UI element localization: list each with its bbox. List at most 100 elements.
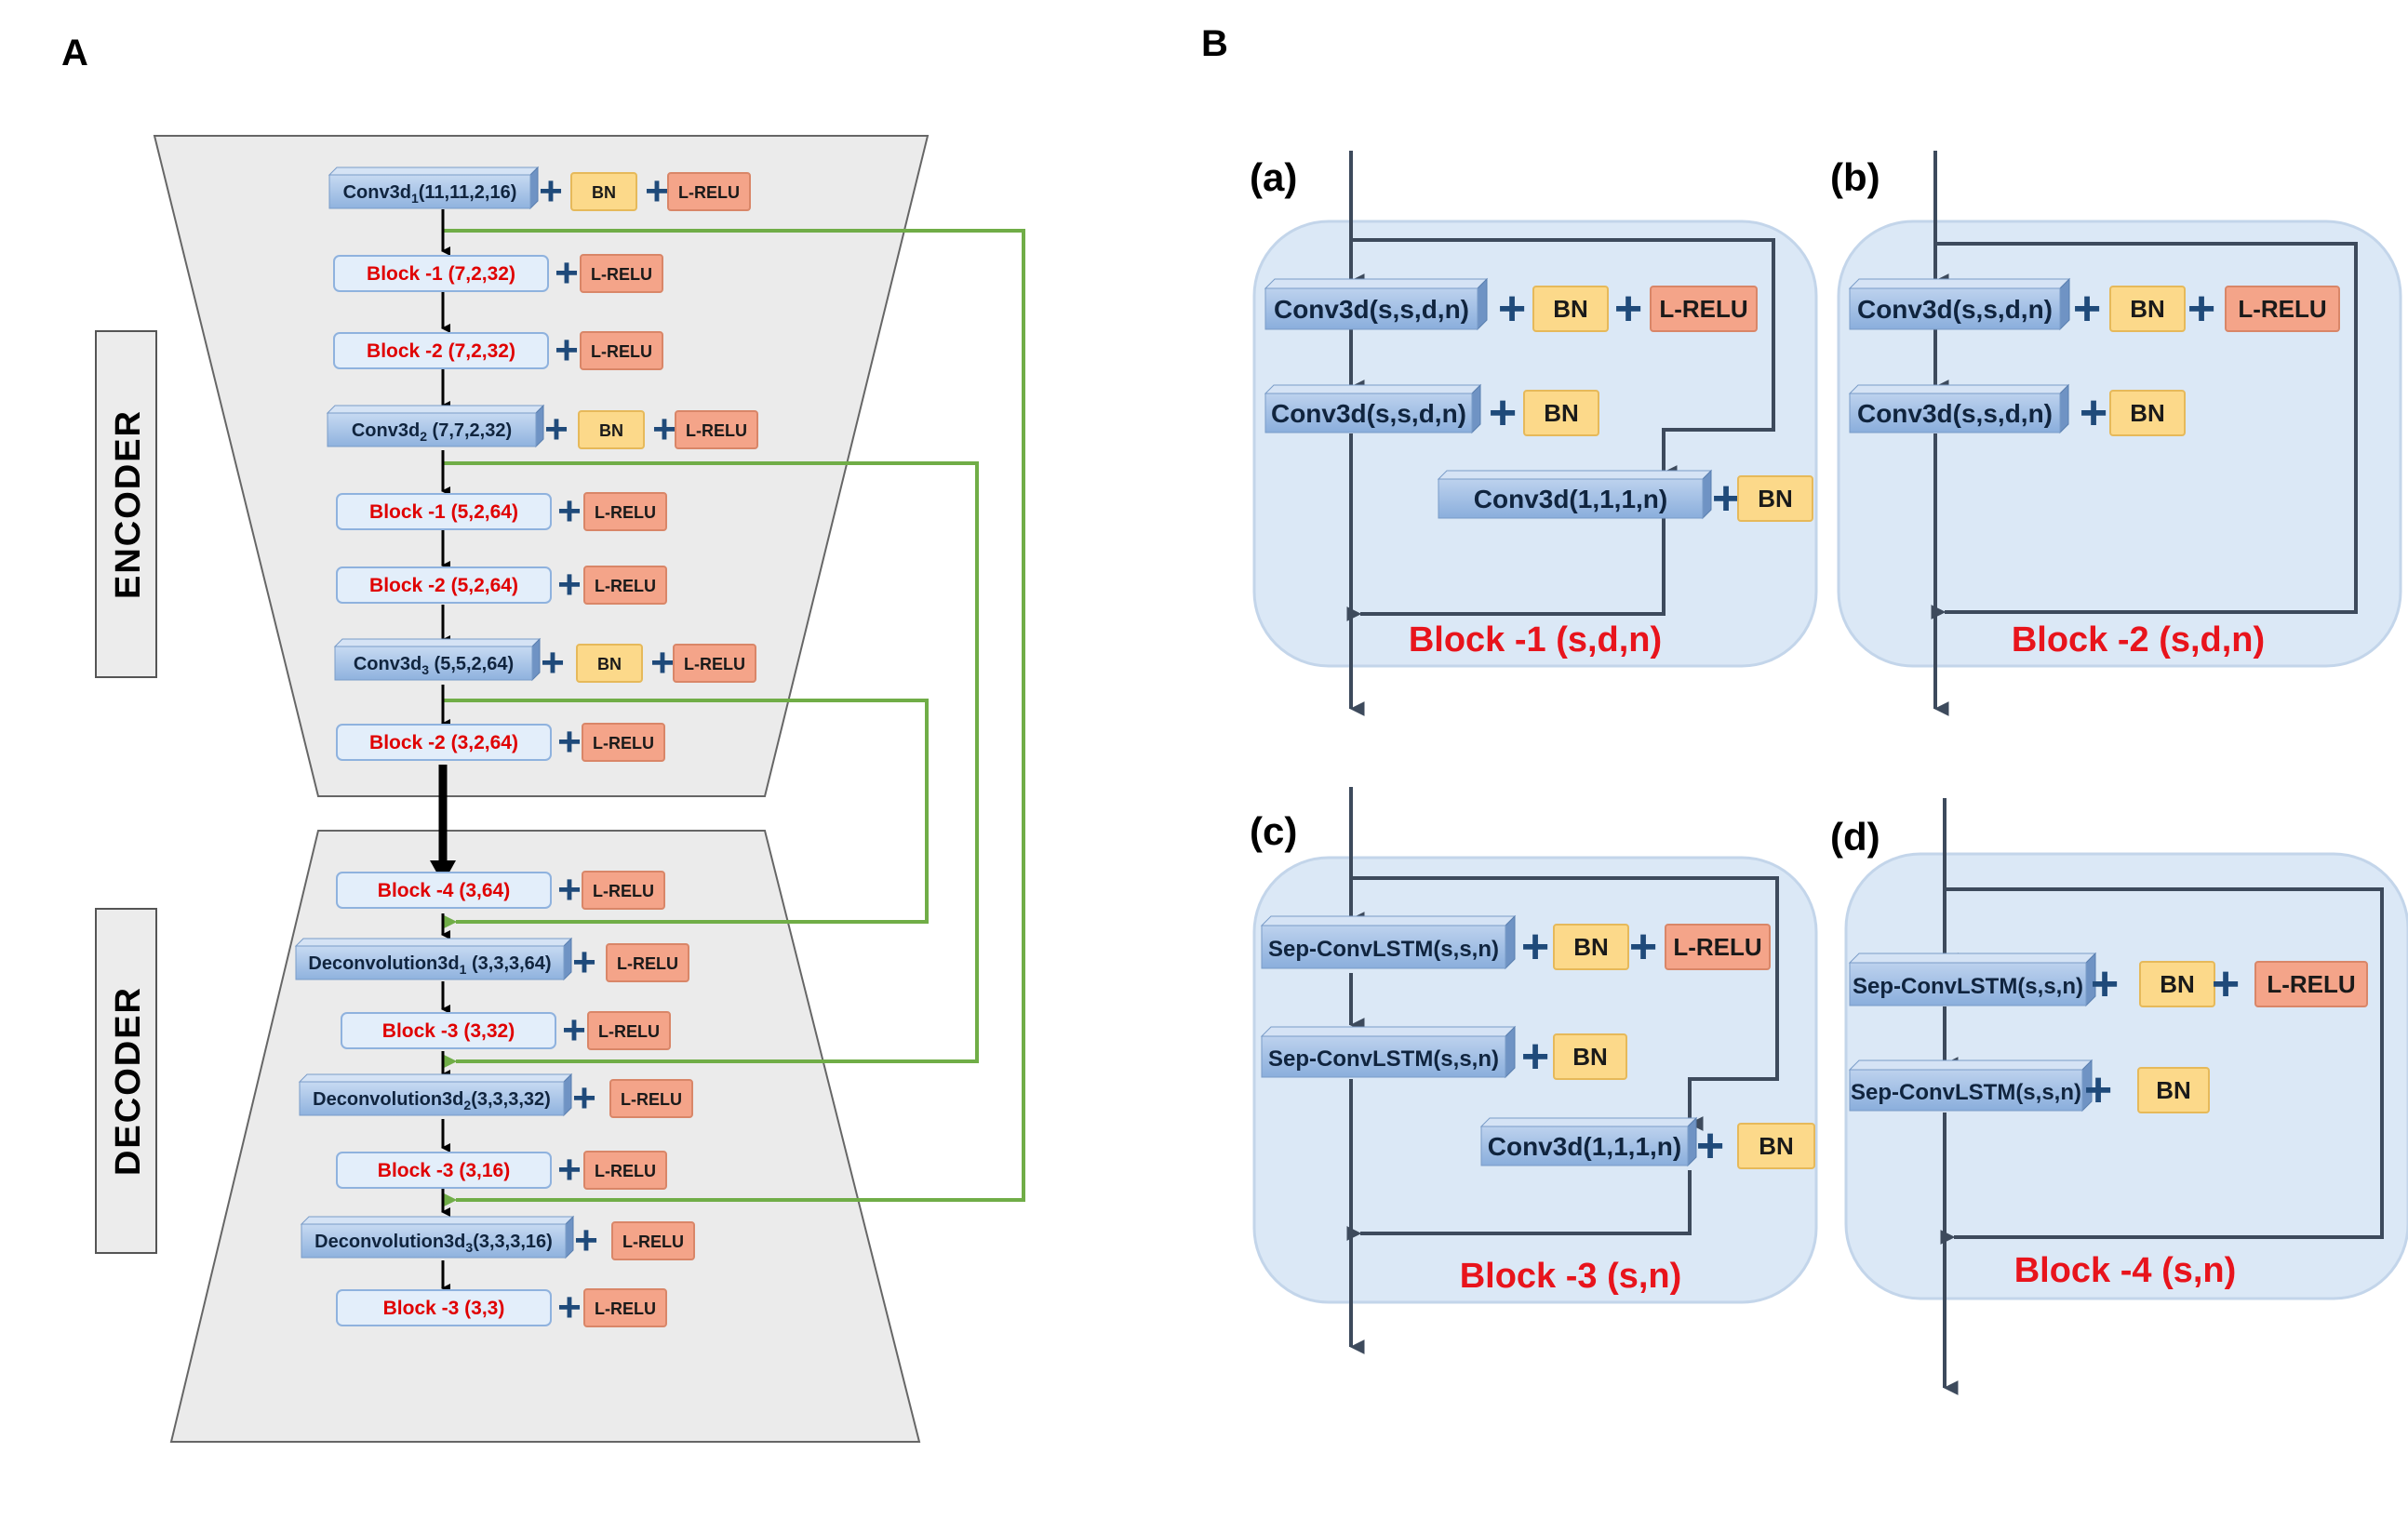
sd-sep-mid-bn-label: BN — [2156, 1076, 2191, 1104]
subpanel-a-bg — [1252, 220, 1818, 668]
skip-line-2 — [444, 461, 979, 1068]
skip-connections — [444, 229, 1025, 1206]
deconv3-plus-1: + — [574, 1218, 598, 1263]
subpanel-b-letter: (b) — [1830, 155, 1880, 199]
sb-conv-top-label: Conv3d(s,s,d,n) — [1857, 295, 2053, 324]
dec-block4-label: Block -3 (3,3) — [383, 1298, 505, 1319]
deconv3-label-args: (3,3,3,16) — [473, 1232, 553, 1252]
sa-conv-skip-box — [1437, 469, 1713, 520]
conv3-box — [333, 637, 542, 682]
sc-sep-top-bn-box — [1553, 924, 1629, 970]
enc-block2-lrelu-label: L-RELU — [591, 342, 652, 361]
subpanel-b-title: Block -2 (s,d,n) — [2012, 620, 2265, 660]
sa-conv-top-bn-box — [1532, 286, 1609, 332]
sd-sep-mid-label: Sep-ConvLSTM(s,s,n) — [1851, 1080, 2081, 1105]
conv2-lrelu-box — [675, 410, 758, 449]
sd-sep-top-label: Sep-ConvLSTM(s,s,n) — [1853, 974, 2083, 999]
sa-conv-top-lrelu-box — [1650, 286, 1758, 332]
dec-block3-plus: + — [557, 1147, 582, 1193]
sd-sep-top-plus-0: + — [2091, 957, 2119, 1011]
deconv3-label-subscript: 3 — [465, 1240, 473, 1255]
sc-sep-top-bn-label: BN — [1573, 933, 1609, 961]
flow-lines-b — [1346, 151, 2384, 1395]
dec-block4-lrelu-label: L-RELU — [595, 1299, 656, 1318]
deconv1-label-args: (3,3,3,64) — [466, 953, 551, 974]
encoder-trapezoid — [153, 135, 930, 797]
enc-block2-lrelu-box — [580, 331, 663, 370]
dec-block1-label: Block -4 (3,64) — [378, 880, 510, 901]
sd-sep-top-lrelu-box — [2254, 961, 2368, 1007]
decoder-label-box — [95, 908, 157, 1254]
deconv1-label-subscript: 1 — [460, 962, 467, 977]
enc-block3-label: Block -1 (5,2,64) — [369, 501, 518, 523]
enc-block4-plus: + — [557, 562, 582, 607]
sc-sep-top-plus-0: + — [1521, 920, 1549, 974]
enc-block1-label: Block -1 (7,2,32) — [367, 263, 515, 285]
conv3-plus-2: + — [650, 640, 675, 686]
deconv2-lrelu-box — [609, 1079, 693, 1118]
sc-sep-mid-bn-box — [1553, 1033, 1627, 1080]
sa-conv-mid-box — [1264, 383, 1482, 434]
enc-block5-box — [336, 724, 552, 761]
sd-sep-top-lrelu-label: L-RELU — [2267, 970, 2355, 998]
conv3-plus-1: + — [541, 640, 565, 686]
deconv1-box — [294, 937, 573, 981]
conv2-label-base: Conv3d — [352, 420, 420, 441]
sb-conv-mid-plus-0: + — [2080, 386, 2107, 440]
sb-conv-top-bn-label: BN — [2130, 295, 2165, 323]
conv1-plus-2: + — [645, 168, 669, 214]
sa-conv-skip-bn-label: BN — [1758, 485, 1793, 513]
sa-conv-mid-label: Conv3d(s,s,d,n) — [1271, 399, 1466, 428]
subpanel-d-letter: (d) — [1830, 815, 1880, 859]
sc-conv-skip-bn-box — [1737, 1123, 1815, 1169]
sd-sep-mid-plus-0: + — [2084, 1063, 2112, 1117]
dec-block3-box — [336, 1152, 552, 1189]
sa-conv-mid-bn-label: BN — [1544, 399, 1579, 427]
encoder-label: ENCODER — [109, 409, 148, 599]
conv2-box — [326, 404, 545, 448]
conv1-lrelu-label: L-RELU — [678, 183, 740, 202]
sb-conv-top-lrelu-label: L-RELU — [2238, 295, 2326, 323]
sa-conv-top-bn-label: BN — [1553, 295, 1588, 323]
enc-block5-lrelu-label: L-RELU — [593, 734, 654, 753]
conv3-label-subscript: 3 — [421, 662, 429, 677]
sb-conv-top-box — [1848, 277, 2071, 331]
subpanel-a-letter: (a) — [1250, 155, 1297, 199]
sc-conv-skip-bn-label: BN — [1759, 1132, 1794, 1160]
sc-sep-top-plus-2: + — [1629, 920, 1657, 974]
conv2-plus-1: + — [544, 406, 569, 452]
deconv2-label-base: Deconvolution3d — [313, 1089, 463, 1110]
conv1-bn-label: BN — [592, 183, 616, 202]
sb-conv-top-plus-2: + — [2187, 282, 2215, 336]
conv2-label: Conv3d2 (7,7,2,32) — [352, 420, 512, 444]
dec-block3-lrelu-box — [583, 1151, 667, 1190]
decoder-trapezoid — [169, 830, 921, 1443]
enc-block3-box — [336, 493, 552, 530]
sa-conv-mid-bn-box — [1523, 390, 1599, 436]
enc-block5-plus: + — [557, 719, 582, 765]
conv2-plus-2: + — [652, 406, 676, 452]
deconv2-label-args: (3,3,3,32) — [471, 1089, 551, 1110]
sa-conv-top-box — [1264, 277, 1489, 331]
sc-sep-top-label: Sep-ConvLSTM(s,s,n) — [1268, 937, 1499, 962]
conv1-bn-box — [570, 172, 637, 211]
panel-a-letter: A — [61, 33, 88, 73]
dec-block4-lrelu-box — [583, 1288, 667, 1327]
sc-conv-skip-plus-0: + — [1696, 1119, 1724, 1173]
deconv3-label-base: Deconvolution3d — [314, 1232, 465, 1252]
enc-block5-lrelu-box — [582, 723, 665, 762]
sc-sep-mid-plus-0: + — [1521, 1030, 1549, 1084]
deconv3-lrelu-label: L-RELU — [622, 1233, 684, 1251]
sb-conv-top-lrelu-box — [2225, 286, 2340, 332]
subpanel-c-letter: (c) — [1250, 809, 1297, 853]
subpanel-c-title: Block -3 (s,n) — [1460, 1257, 1682, 1296]
conv2-label-args: (7,7,2,32) — [427, 420, 512, 441]
conv2-lrelu-label: L-RELU — [686, 421, 747, 440]
enc-block3-plus: + — [557, 488, 582, 534]
dec-block1-lrelu-label: L-RELU — [593, 882, 654, 900]
skip-line-3 — [444, 699, 929, 928]
deconv1-lrelu-box — [606, 943, 689, 982]
panel-b-letter: B — [1201, 23, 1228, 64]
conv2-bn-box — [578, 410, 645, 449]
